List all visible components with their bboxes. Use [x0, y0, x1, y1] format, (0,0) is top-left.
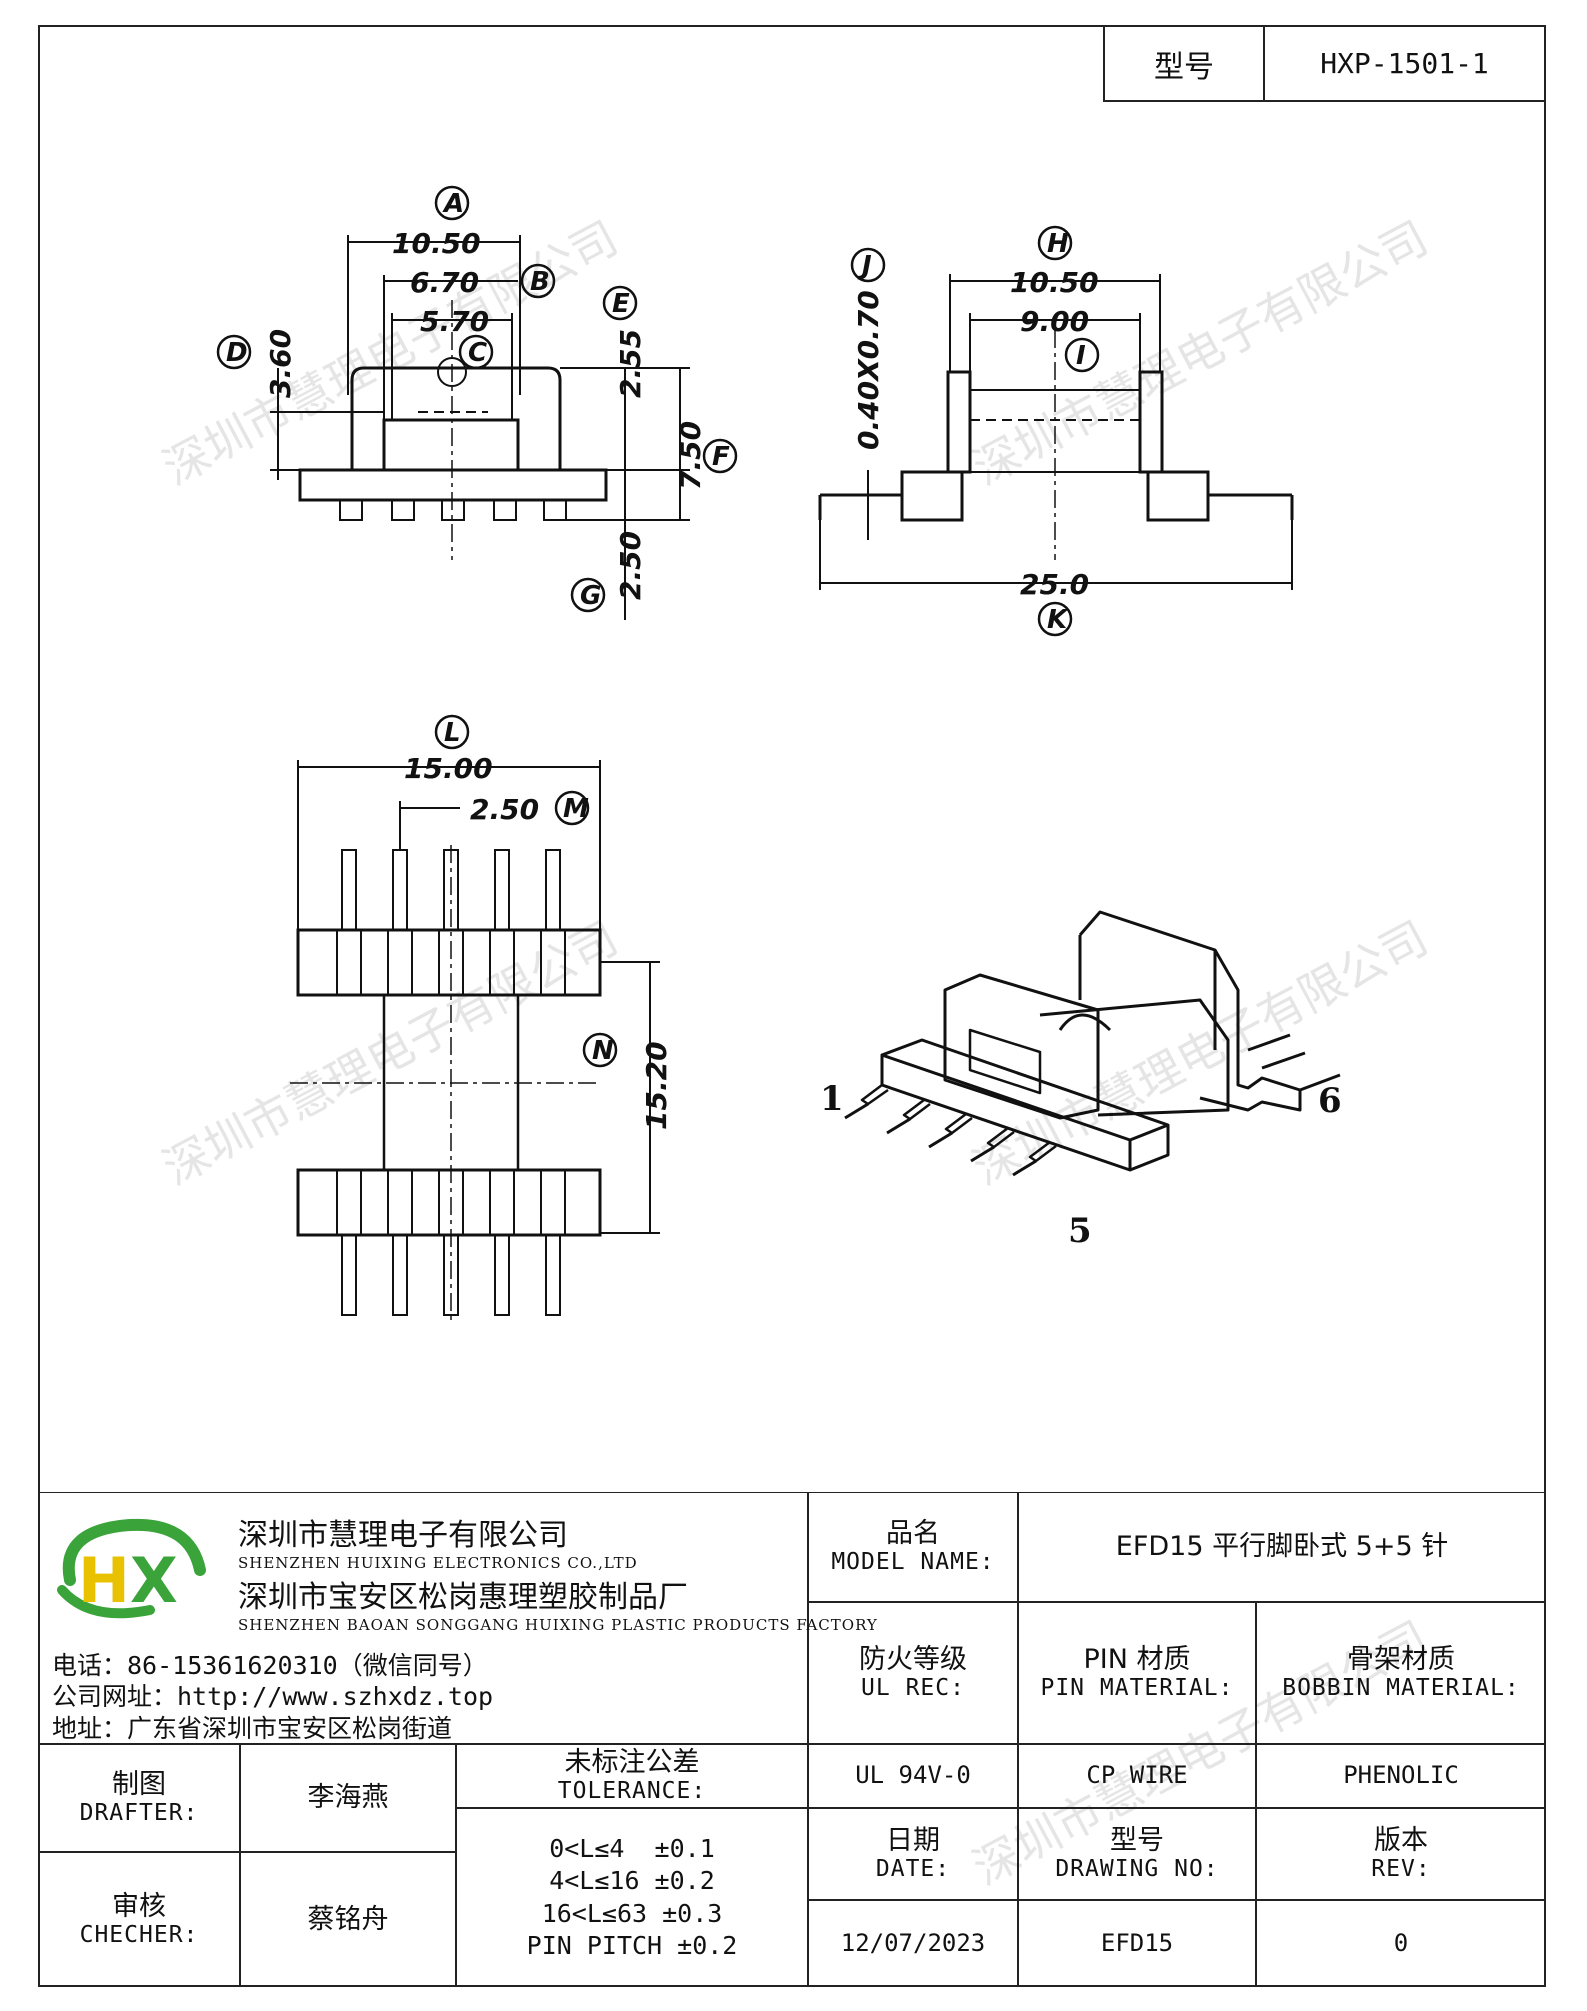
pin-1-label: 1 — [820, 1079, 844, 1119]
factory-name-en: SHENZHEN BAOAN SONGGANG HUIXING PLASTIC … — [238, 1616, 878, 1634]
marker-n: N — [592, 1036, 614, 1066]
technical-drawing: 10.50 6.70 5.70 3.60 2.55 7.50 2.50 A B … — [216, 185, 1342, 1320]
dim-n-text: 15.20 — [640, 1041, 673, 1130]
dim-f-text: 7.50 — [674, 421, 707, 490]
front-view — [270, 235, 690, 620]
tolerance-label: 未标注公差 TOLERANCE: — [557, 1747, 707, 1805]
dim-j-text: 0.40X0.70 — [852, 290, 885, 450]
model-number-box: 型号 HXP-1501-1 — [1103, 25, 1546, 102]
marker-h: H — [1047, 229, 1069, 259]
dim-g-text: 2.50 — [614, 531, 647, 600]
marker-k: K — [1047, 605, 1069, 635]
company-name-en: SHENZHEN HUIXING ELECTRONICS CO.,LTD — [238, 1554, 638, 1572]
company-logo: H X — [50, 1510, 220, 1634]
marker-j: J — [857, 251, 872, 281]
tolerance-row: 16<L≤63 ±0.3 — [541, 1898, 723, 1928]
drawing-no-value: EFD15 — [1100, 1928, 1174, 1957]
pin-5-label: 5 — [1068, 1211, 1092, 1251]
title-block: H X 深圳市慧理电子有限公司 SHENZHEN HUIXING ELECTRO… — [38, 1492, 1546, 1987]
model-name-value: EFD15 平行脚卧式 5+5 针 — [1115, 1531, 1449, 1563]
tolerance-row: 0<L≤4 ±0.1 — [549, 1833, 715, 1863]
pin-6-label: 6 — [1318, 1081, 1342, 1121]
rev-value: 0 — [1393, 1928, 1409, 1957]
marker-g: G — [580, 581, 601, 611]
date-value: 12/07/2023 — [840, 1928, 986, 1957]
model-name-label: 品名 MODEL NAME: — [831, 1518, 995, 1576]
marker-i: I — [1076, 341, 1086, 371]
model-label: 型号 — [1105, 27, 1265, 100]
front-view-markers: A B C D E F G — [216, 185, 738, 613]
drawing-frame — [38, 25, 1546, 1987]
marker-b: B — [530, 267, 550, 297]
dim-c-text: 5.70 — [420, 305, 489, 338]
dim-l-text: 15.00 — [404, 752, 493, 785]
svg-text:X: X — [130, 1544, 178, 1617]
top-view-labels: 15.00 2.50 15.20 — [404, 752, 673, 1130]
dim-e-text: 2.55 — [614, 329, 647, 398]
marker-e: E — [612, 289, 630, 319]
factory-name-cn: 深圳市宝安区松岗惠理塑胶制品厂 — [238, 1580, 688, 1615]
company-names: 深圳市慧理电子有限公司 SHENZHEN HUIXING ELECTRONICS… — [238, 1510, 878, 1634]
bobbin-material-value: PHENOLIC — [1343, 1761, 1459, 1790]
dim-m-text: 2.50 — [470, 793, 539, 826]
hx-logo-icon: H X — [57, 1518, 206, 1619]
marker-d: D — [226, 338, 248, 368]
website: 公司网址：http://www.szhxdz.top — [52, 1682, 494, 1712]
top-view-markers: L M N — [434, 714, 618, 1068]
side-view — [818, 274, 1294, 590]
dim-i-text: 9.00 — [1020, 305, 1089, 338]
drafter-label: 制图 DRAFTER: — [79, 1769, 199, 1827]
company-name-cn: 深圳市慧理电子有限公司 — [238, 1518, 568, 1553]
model-value: HXP-1501-1 — [1320, 47, 1489, 80]
marker-f: F — [712, 442, 730, 472]
drafter-name: 李海燕 — [307, 1782, 389, 1814]
tolerance-table: 0<L≤4 ±0.1 4<L≤16 ±0.2 16<L≤63 ±0.3 PIN … — [456, 1808, 808, 1987]
bobbin-material-label: 骨架材质 BOBBIN MATERIAL: — [1282, 1644, 1520, 1702]
pin-material-value: CP WIRE — [1086, 1761, 1188, 1790]
marker-a: A — [442, 189, 464, 219]
date-label: 日期 DATE: — [875, 1825, 951, 1883]
dim-d-text: 3.60 — [264, 329, 297, 398]
contact-info: 电话：86-15361620310（微信同号） 公司网址：http://www.… — [52, 1650, 493, 1744]
marker-c: C — [468, 338, 487, 368]
isometric-view — [844, 910, 1341, 1177]
fire-rating-value: UL 94V-0 — [855, 1761, 971, 1790]
dim-k-text: 25.0 — [1020, 568, 1089, 601]
marker-m: M — [563, 794, 589, 824]
side-view-labels: 10.50 9.00 0.40X0.70 25.0 — [852, 266, 1099, 601]
front-view-labels: 10.50 6.70 5.70 3.60 2.55 7.50 2.50 — [264, 227, 707, 600]
svg-text:H: H — [78, 1544, 130, 1617]
address: 地址：广东省深圳市宝安区松岗街道 — [52, 1713, 453, 1743]
fire-rating-label: 防火等级 UL REC: — [859, 1644, 967, 1702]
marker-l: L — [444, 718, 461, 748]
pin-material-label: PIN 材质 PIN MATERIAL: — [1040, 1644, 1234, 1702]
dim-h-text: 10.50 — [1010, 266, 1099, 299]
top-view — [290, 760, 660, 1320]
tolerance-row: PIN PITCH ±0.2 — [526, 1931, 738, 1960]
checker-label: 审核 CHECHER: — [79, 1890, 199, 1948]
tolerance-row: 4<L≤16 ±0.2 — [549, 1866, 715, 1895]
rev-label: 版本 REV: — [1371, 1825, 1431, 1883]
checker-name: 蔡铭舟 — [307, 1903, 389, 1935]
dim-b-text: 6.70 — [410, 266, 479, 299]
dim-a-text: 10.50 — [392, 227, 481, 260]
drawing-no-label: 型号 DRAWING NO: — [1055, 1825, 1219, 1883]
title-block-grid — [38, 1492, 1546, 1987]
isometric-labels: 1 5 6 — [820, 1079, 1342, 1251]
phone: 电话：86-15361620310（微信同号） — [52, 1651, 488, 1680]
